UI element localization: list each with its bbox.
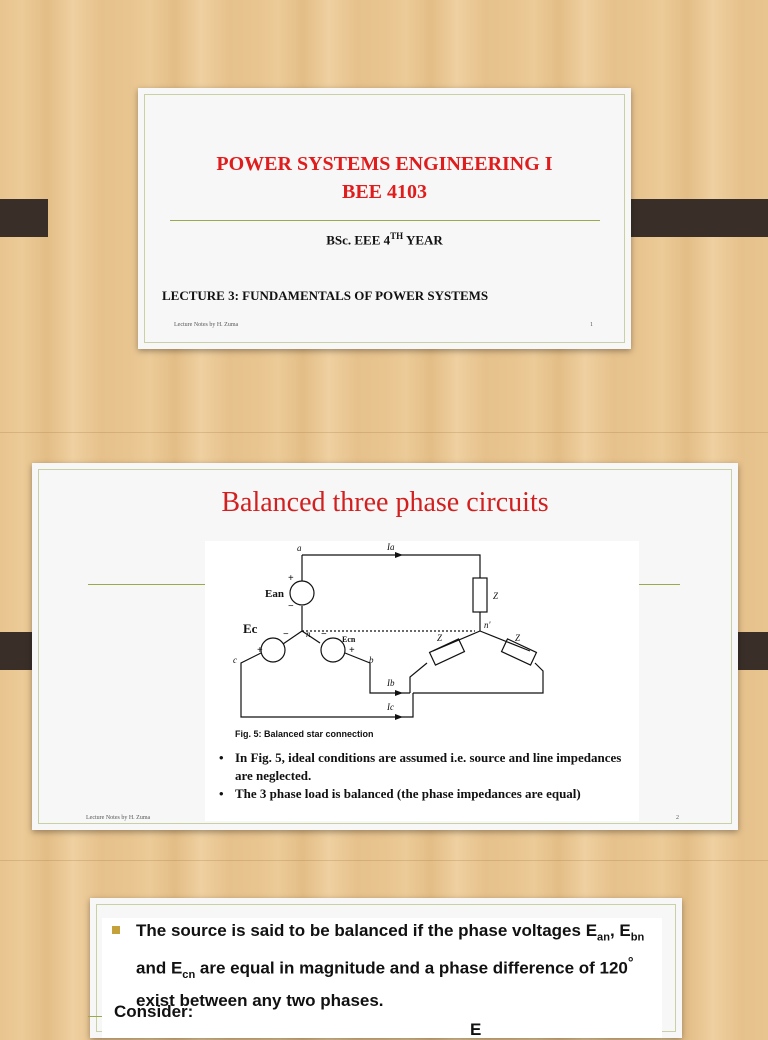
lecture-title: LECTURE 3: FUNDAMENTALS OF POWER SYSTEMS bbox=[162, 288, 489, 303]
plus-sign: + bbox=[257, 645, 263, 656]
title-line-1: POWER SYSTEMS ENGINEERING I bbox=[216, 153, 553, 175]
equation-symbol: E bbox=[470, 1020, 482, 1039]
node-n-prime-label: n' bbox=[484, 620, 492, 630]
balanced-source-definition: The source is said to be balanced if the… bbox=[136, 921, 645, 1011]
minus-sign: − bbox=[288, 601, 294, 612]
minus-sign: − bbox=[283, 629, 289, 640]
circuit-figure: a Ia n n' Z Z Z c b Ib Ic Ean Ec Ecn + −… bbox=[205, 541, 639, 821]
consider-label: Consider: bbox=[114, 1002, 194, 1021]
node-b-label: b bbox=[369, 655, 374, 665]
program-year: BSc. EEE 4TH YEAR bbox=[326, 231, 443, 248]
slide-3[interactable]: The source is said to be balanced if the… bbox=[88, 898, 682, 1039]
plank-seam bbox=[0, 432, 768, 433]
slide-1[interactable]: POWER SYSTEMS ENGINEERING I BEE 4103 BSc… bbox=[138, 88, 631, 349]
plus-sign: + bbox=[288, 573, 294, 584]
title-rule bbox=[170, 220, 600, 221]
slide-tab-right bbox=[612, 199, 768, 237]
minus-sign: − bbox=[321, 629, 327, 640]
title-rule-left bbox=[88, 1016, 102, 1017]
node-n-label: n bbox=[306, 629, 311, 639]
source-ec-label: Ec bbox=[243, 621, 258, 636]
impedance-z-label: Z bbox=[437, 633, 443, 643]
title-rule-left bbox=[88, 584, 208, 585]
current-ia-label: Ia bbox=[386, 542, 395, 552]
footer-author: Lecture Notes by H. Zuma bbox=[86, 815, 151, 821]
node-a-label: a bbox=[297, 543, 302, 553]
node-c-label: c bbox=[233, 655, 237, 665]
slide-tab-left bbox=[0, 199, 48, 237]
title-rule-right bbox=[636, 584, 680, 585]
list-item: In Fig. 5, ideal conditions are assumed … bbox=[215, 749, 635, 785]
bullet-marker-icon bbox=[112, 926, 120, 934]
source-ean-label: Ean bbox=[265, 588, 284, 600]
footer-author: Lecture Notes by H. Zuma bbox=[174, 322, 239, 328]
source-ecn-label: Ecn bbox=[342, 635, 356, 644]
page-number: 2 bbox=[676, 815, 679, 821]
impedance-z-label: Z bbox=[515, 633, 521, 643]
figure-caption: Fig. 5: Balanced star connection bbox=[235, 729, 374, 739]
plank-seam bbox=[0, 860, 768, 861]
course-code: BEE 4103 bbox=[341, 181, 428, 203]
plus-sign: + bbox=[349, 645, 355, 656]
content-box: The source is said to be balanced if the… bbox=[102, 918, 662, 1039]
slide-frame bbox=[144, 94, 625, 343]
page-number: 1 bbox=[590, 322, 593, 328]
star-connection-diagram: a Ia n n' Z Z Z c b Ib Ic Ean Ec Ecn + −… bbox=[233, 542, 544, 720]
current-ib-label: Ib bbox=[386, 678, 395, 688]
slide-title: Balanced three phase circuits bbox=[221, 487, 549, 518]
bullet-list: In Fig. 5, ideal conditions are assumed … bbox=[215, 749, 635, 803]
slide-title: POWER SYSTEMS ENGINEERING I BEE 4103 bbox=[138, 150, 631, 206]
impedance-z-label: Z bbox=[493, 591, 499, 601]
slide-2[interactable]: Balanced three phase circuits bbox=[32, 463, 738, 830]
slide-frame bbox=[38, 469, 732, 824]
current-ic-label: Ic bbox=[386, 702, 394, 712]
list-item: The 3 phase load is balanced (the phase … bbox=[215, 785, 635, 803]
